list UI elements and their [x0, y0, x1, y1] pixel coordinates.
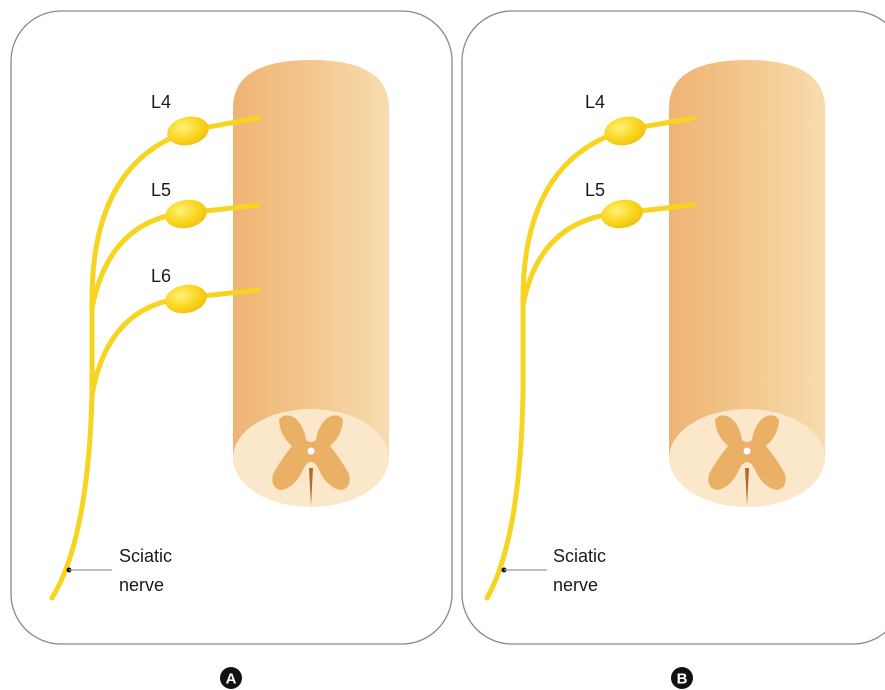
root-label-a-3: L6	[151, 266, 171, 286]
panel-a: L4 L5 L6 Sciatic nerve A	[11, 11, 452, 689]
root-label-a-2: L5	[151, 180, 171, 200]
root-label-b-1: L4	[585, 92, 605, 112]
root-label-a-1: L4	[151, 92, 171, 112]
spinal-cord-b	[669, 60, 825, 507]
root-label-b-2: L5	[585, 180, 605, 200]
spinal-cord-a	[233, 60, 389, 507]
sciatic-label-a-line2: nerve	[119, 575, 164, 595]
panel-b: L4 L5 Sciatic nerve B	[462, 11, 885, 689]
sciatic-label-b-line2: nerve	[553, 575, 598, 595]
sciatic-label-a-line1: Sciatic	[119, 546, 172, 566]
panel-badge-b-letter: B	[677, 671, 688, 688]
panel-badge-a-letter: A	[226, 671, 237, 688]
sciatic-label-b-line1: Sciatic	[553, 546, 606, 566]
